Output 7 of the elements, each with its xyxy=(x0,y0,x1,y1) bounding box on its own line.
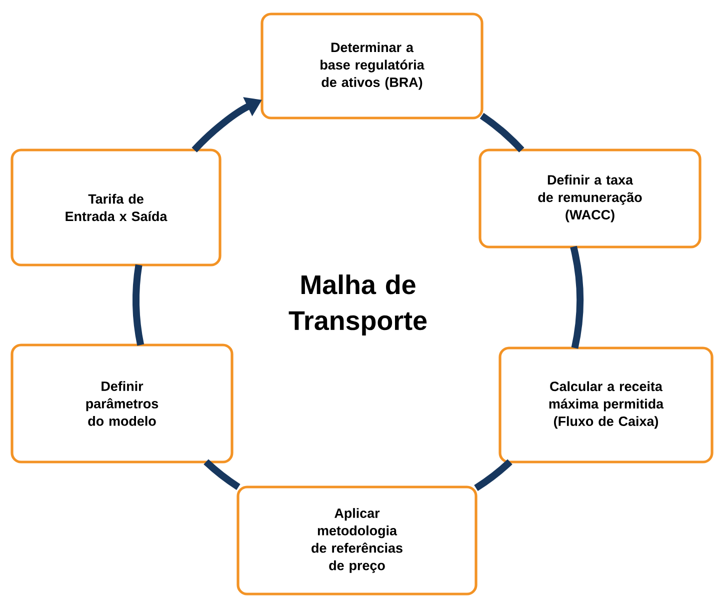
process-box: Definir parâmetros do modelo xyxy=(10,344,234,464)
process-box: Definir a taxa de remuneração (WACC) xyxy=(478,148,702,248)
center-title: Malha de Transporte xyxy=(288,274,427,336)
process-box: Aplicar metodologia de referências de preço xyxy=(236,486,478,596)
process-box: Determinar a base regulatória de ativos (BRA) xyxy=(260,12,484,120)
process-box: Tarifa de Entrada x Saída xyxy=(10,148,222,266)
process-box: Calcular a receita máxima permitida (Fluxo de Caixa) xyxy=(498,346,714,464)
